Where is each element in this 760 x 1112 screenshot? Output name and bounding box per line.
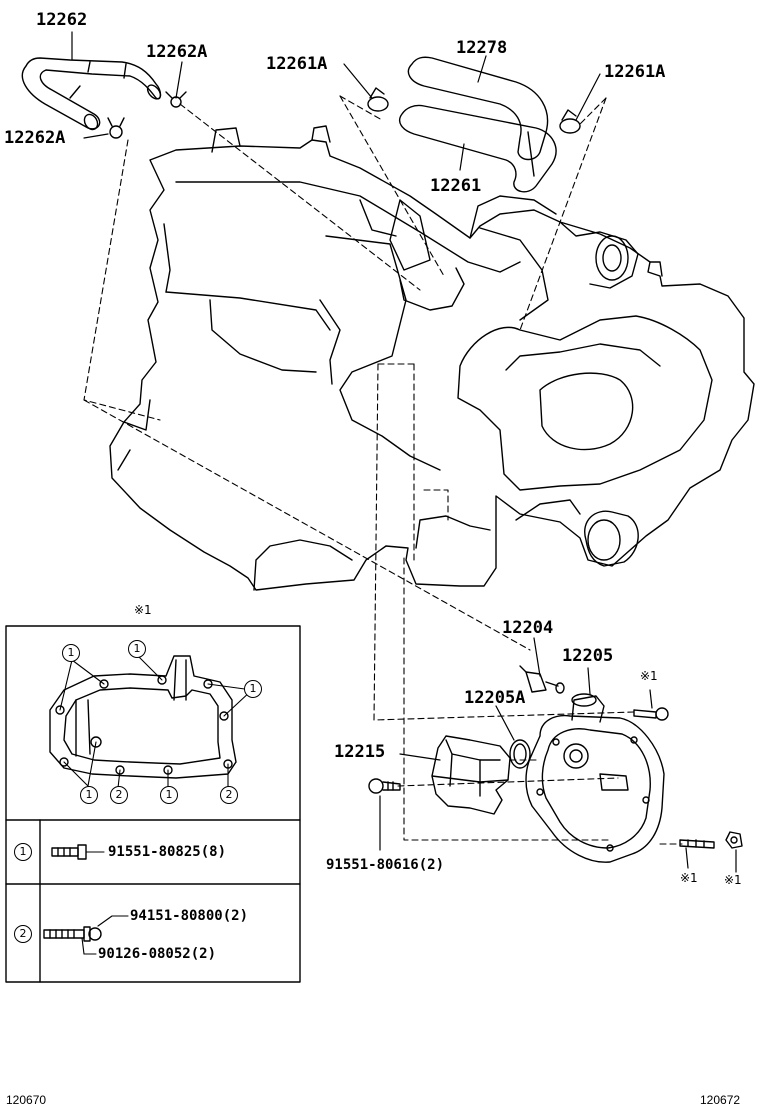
row2-part-number-lower: 90126-08052(2) xyxy=(98,946,217,962)
inset-circle-1d: 1 xyxy=(80,786,98,804)
clip-12261A-right xyxy=(559,109,581,134)
callout-12261: 12261 xyxy=(430,176,482,196)
callout-91551-80616: 91551-80616(2) xyxy=(326,857,445,873)
callout-12261a-right: 12261A xyxy=(604,62,666,82)
footer-left-code: 120670 xyxy=(6,1093,47,1107)
inset-bolt-row2 xyxy=(43,915,129,955)
clip-12261A-left xyxy=(367,87,389,112)
inset-circle-1c: 1 xyxy=(244,680,262,698)
callout-12262: 12262 xyxy=(36,10,88,30)
callout-12261a-left: 12261A xyxy=(266,54,328,74)
engine-block xyxy=(109,125,755,591)
thermostat-housing-12215 xyxy=(431,735,511,815)
inset-circle-2b: 2 xyxy=(220,786,238,804)
nut-reference-mark: ※1 xyxy=(724,873,742,887)
sensor-12204 xyxy=(519,665,565,694)
bolt-91551-80616 xyxy=(368,778,401,794)
callout-12278: 12278 xyxy=(456,38,508,58)
inset-circle-1e: 1 xyxy=(160,786,178,804)
callout-12262a-top: 12262A xyxy=(146,42,208,62)
inset-circle-1b: 1 xyxy=(128,640,146,658)
row2-part-number-upper: 94151-80800(2) xyxy=(130,908,249,924)
callout-12205: 12205 xyxy=(562,646,614,666)
callout-12215: 12215 xyxy=(334,742,386,762)
callout-12204: 12204 xyxy=(502,618,554,638)
callout-12205a: 12205A xyxy=(464,688,526,708)
inset-reference-mark: ※1 xyxy=(134,603,152,617)
inset-leaders xyxy=(59,655,253,789)
inset-gasket xyxy=(49,655,237,779)
hose-12262 xyxy=(21,57,162,131)
gasket-12205A xyxy=(509,739,531,769)
stud-reference-mark: ※1 xyxy=(680,871,698,885)
inset-circle-2a: 2 xyxy=(110,786,128,804)
stud-bolt xyxy=(679,839,715,849)
assembly-dashed-lines xyxy=(83,95,683,845)
row2-index-circle: 2 xyxy=(14,925,32,943)
bolt-cover-right xyxy=(633,707,669,721)
hose-12261 xyxy=(398,104,557,193)
footer-right-code: 120672 xyxy=(700,1093,741,1107)
leader-lines xyxy=(71,31,737,873)
inset-bolt-row1 xyxy=(51,844,105,860)
bolt-reference-mark: ※1 xyxy=(640,669,658,683)
inset-circle-1a: 1 xyxy=(62,644,80,662)
row1-part-number: 91551-80825(8) xyxy=(108,844,227,860)
water-inlet-cover xyxy=(525,693,665,863)
clip-12262A-left xyxy=(107,117,125,139)
callout-12262a-left: 12262A xyxy=(4,128,66,148)
nut xyxy=(725,831,743,849)
inset-box xyxy=(5,625,301,983)
clip-12262A-top xyxy=(165,91,187,108)
row1-index-circle: 1 xyxy=(14,843,32,861)
hose-12278 xyxy=(407,56,549,161)
